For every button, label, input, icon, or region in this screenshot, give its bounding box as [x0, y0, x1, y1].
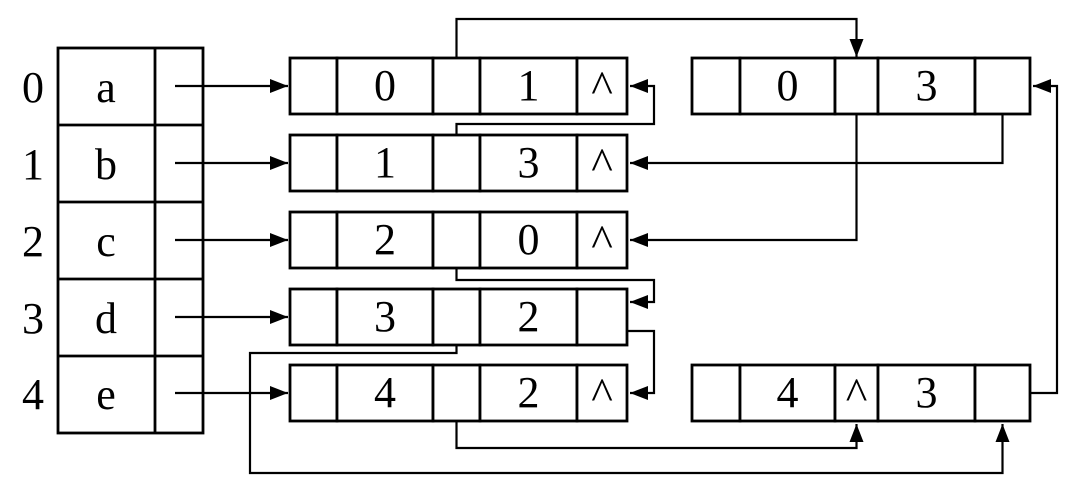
jvex-cell [478, 210, 579, 270]
null-pointer-caret: ^ [591, 138, 613, 189]
link-node01-to-node03 [455, 17, 864, 58]
pointer-links [248, 17, 1059, 475]
jlink-cell [575, 210, 629, 270]
vertex-index-label: 4 [22, 370, 44, 419]
vertex-index-label: 3 [22, 294, 44, 343]
edge-node-0-3 [690, 56, 1032, 116]
firstedge-arrows [175, 79, 288, 400]
vertex-data-label: b [95, 140, 117, 189]
jvex-cell [478, 56, 579, 116]
link-node32-to-node42 [627, 329, 656, 400]
ivex-value: 4 [374, 368, 396, 417]
edge-node-4-2 [288, 363, 629, 423]
vertex-index-label: 1 [22, 140, 44, 189]
jlink-cell [575, 133, 629, 193]
jvex-cell [876, 363, 977, 423]
ivex-value: 3 [374, 292, 396, 341]
ivex-value: 0 [777, 61, 799, 110]
edge-node-0-1 [288, 56, 629, 116]
vertex-index-label: 2 [22, 217, 44, 266]
ivex-value: 2 [374, 215, 396, 264]
jlink-cell [575, 363, 629, 423]
ivex-value: 0 [374, 61, 396, 110]
jvex-value: 0 [518, 215, 540, 264]
ilink-cell [431, 287, 482, 347]
edge-node-2-0 [288, 210, 629, 270]
vertex-data-label: c [96, 217, 116, 266]
jlink-cell [575, 287, 629, 347]
null-pointer-caret: ^ [591, 368, 613, 419]
edge-node-1-3 [288, 133, 629, 193]
vertex-data-label: a [96, 63, 116, 112]
vertex-data-label: e [96, 370, 116, 419]
mark-cell [288, 133, 339, 193]
mark-cell [288, 210, 339, 270]
link-node43-to-node03 [1030, 79, 1059, 395]
ivex-cell [335, 363, 435, 423]
null-pointer-caret: ^ [591, 215, 613, 266]
jvex-value: 2 [518, 368, 540, 417]
jlink-cell [575, 56, 629, 116]
jvex-value: 2 [518, 292, 540, 341]
jlink-cell [973, 56, 1032, 116]
jvex-value: 3 [916, 61, 938, 110]
ilink-cell [833, 56, 880, 116]
mark-cell [288, 56, 339, 116]
edge-node-values: 0 1 ^ 1 3 ^ 2 0 ^ 3 2 4 2 ^ 0 3 4 ^ 3 [374, 61, 938, 419]
mark-cell [690, 56, 742, 116]
link-node03-to-node20 [630, 114, 858, 247]
link-node13-to-node01 [455, 79, 656, 135]
ivex-value: 1 [374, 138, 396, 187]
ivex-cell [738, 363, 837, 423]
mark-cell [288, 363, 339, 423]
ivex-value: 4 [777, 368, 799, 417]
ilink-cell [431, 56, 482, 116]
link-node03-to-node13 [630, 114, 1004, 170]
edge-node-3-2 [288, 287, 629, 347]
link-node42-to-node43 [455, 421, 864, 450]
jvex-value: 3 [518, 138, 540, 187]
vertex-data-label: d [95, 294, 117, 343]
ivex-cell [335, 133, 435, 193]
jvex-value: 3 [916, 368, 938, 417]
mark-cell [690, 363, 742, 423]
vertex-table-labels: 0 1 2 3 4 a b c d e [22, 63, 117, 419]
jlink-cell [973, 363, 1032, 423]
ivex-cell [335, 287, 435, 347]
ivex-cell [738, 56, 837, 116]
ilink-cell [431, 210, 482, 270]
edge-node-4-3 [690, 363, 1032, 423]
mark-cell [288, 287, 339, 347]
ilink-cell [431, 133, 482, 193]
link-node20-to-node32 [455, 268, 656, 309]
ilink-cell [431, 363, 482, 423]
link-node32-to-node43 [248, 345, 1010, 475]
vertex-index-label: 0 [22, 63, 44, 112]
null-pointer-caret: ^ [846, 368, 868, 419]
null-pointer-caret: ^ [591, 61, 613, 112]
jvex-value: 1 [518, 61, 540, 110]
